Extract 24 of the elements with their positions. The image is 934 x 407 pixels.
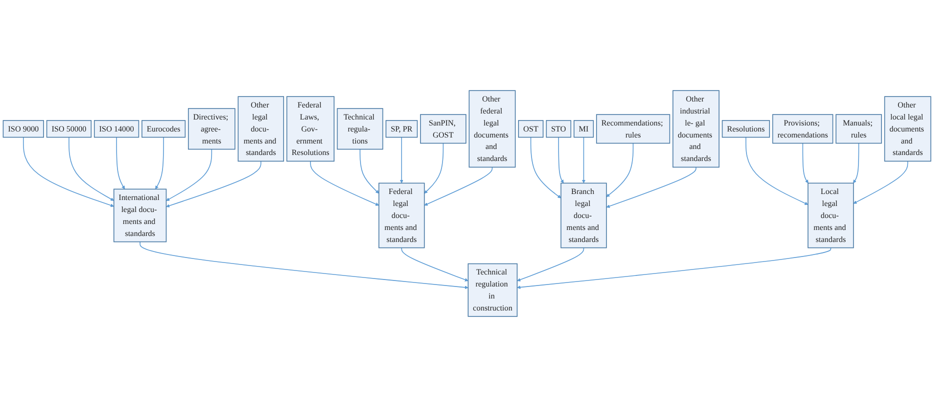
arrow — [582, 136, 586, 184]
arrow — [745, 136, 808, 205]
arrow — [424, 166, 493, 206]
arrow — [530, 136, 562, 198]
arrow — [853, 142, 860, 184]
arrow — [802, 142, 808, 184]
arrow — [166, 160, 262, 208]
arrow — [606, 166, 696, 208]
arrow — [23, 136, 114, 208]
arrow — [360, 148, 380, 194]
arrow — [401, 247, 468, 282]
arrow — [166, 148, 212, 201]
arrow — [140, 241, 468, 290]
arrow — [116, 136, 125, 190]
arrow — [400, 136, 404, 184]
arrow — [68, 136, 114, 201]
arrow — [517, 247, 584, 282]
arrow — [424, 142, 444, 194]
arrow — [853, 160, 908, 204]
arrow — [310, 160, 380, 206]
arrow — [606, 142, 634, 198]
arrow — [558, 136, 564, 184]
arrow — [155, 136, 164, 190]
arrow — [517, 247, 832, 290]
